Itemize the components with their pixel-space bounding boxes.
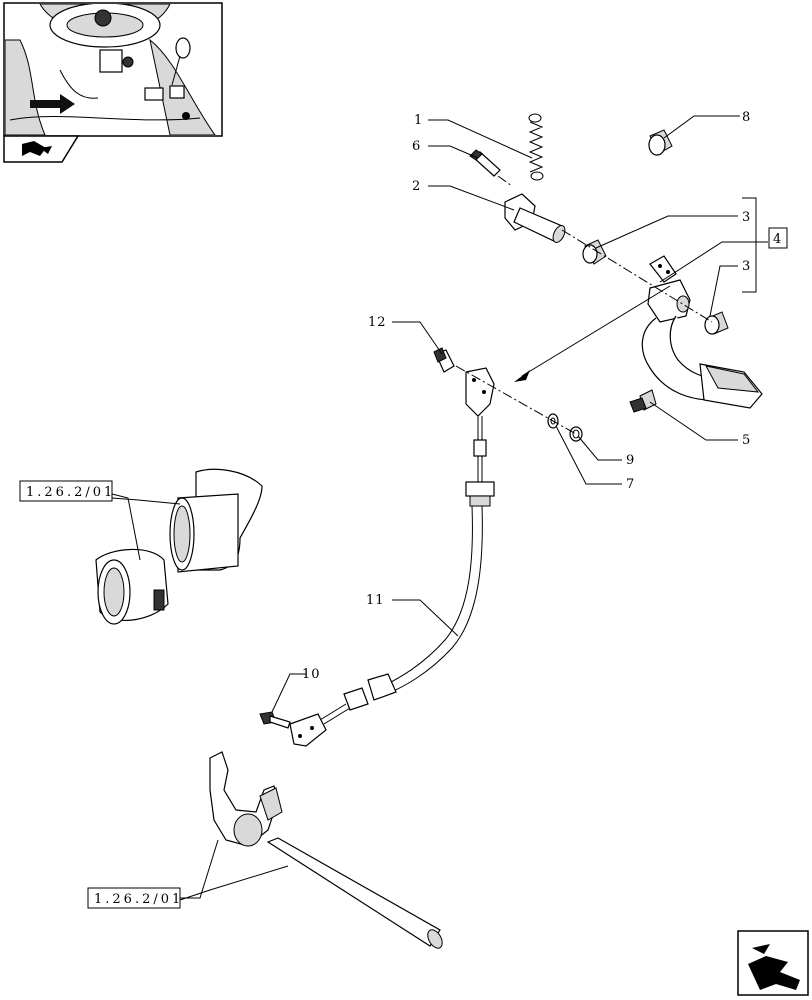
reference-label-bottom: 1.26.2/01 <box>94 892 183 907</box>
callout-6: 6 <box>412 139 421 154</box>
location-thumbnail <box>3 2 223 163</box>
callout-8: 8 <box>742 110 751 125</box>
callout-2: 2 <box>412 179 421 194</box>
release-bearing-assembly <box>95 468 263 625</box>
stop-bolt-part-5 <box>629 389 657 413</box>
callout-3-upper: 3 <box>742 210 751 225</box>
arrow-prev-icon[interactable] <box>22 141 52 156</box>
callout-1: 1 <box>414 113 423 128</box>
spring-part-1 <box>528 113 544 181</box>
bushing-part-3-upper <box>582 239 607 265</box>
release-fork-and-shaft <box>209 751 443 949</box>
bolt-part-6 <box>469 149 501 177</box>
cap-part-8 <box>648 129 673 156</box>
clutch-cable-part-11 <box>289 367 495 747</box>
callout-9: 9 <box>626 453 635 468</box>
callout-4-box <box>768 227 788 249</box>
callout-10: 10 <box>302 667 321 682</box>
leader-lines <box>111 115 768 901</box>
callout-7: 7 <box>626 477 635 492</box>
arrow-next-icon[interactable] <box>737 930 809 996</box>
callout-3-lower: 3 <box>742 259 751 274</box>
assembly-arrow <box>514 285 671 382</box>
pivot-pin-part-2 <box>504 193 566 243</box>
callout-11: 11 <box>366 593 385 608</box>
bushing-part-3-lower <box>704 311 729 335</box>
callout-5: 5 <box>742 433 751 448</box>
reference-label-top: 1.26.2/01 <box>26 485 115 500</box>
screw-part-10 <box>259 711 291 729</box>
screw-part-12 <box>433 347 455 373</box>
reference-box-top[interactable]: 1.26.2/01 <box>19 480 115 502</box>
callout-4: 4 <box>773 232 782 247</box>
callout-12: 12 <box>368 315 387 330</box>
reference-box-bottom[interactable]: 1.26.2/01 <box>87 887 183 909</box>
assembly-axis-lines <box>455 175 713 435</box>
clutch-pedal-part-4 <box>641 255 763 409</box>
